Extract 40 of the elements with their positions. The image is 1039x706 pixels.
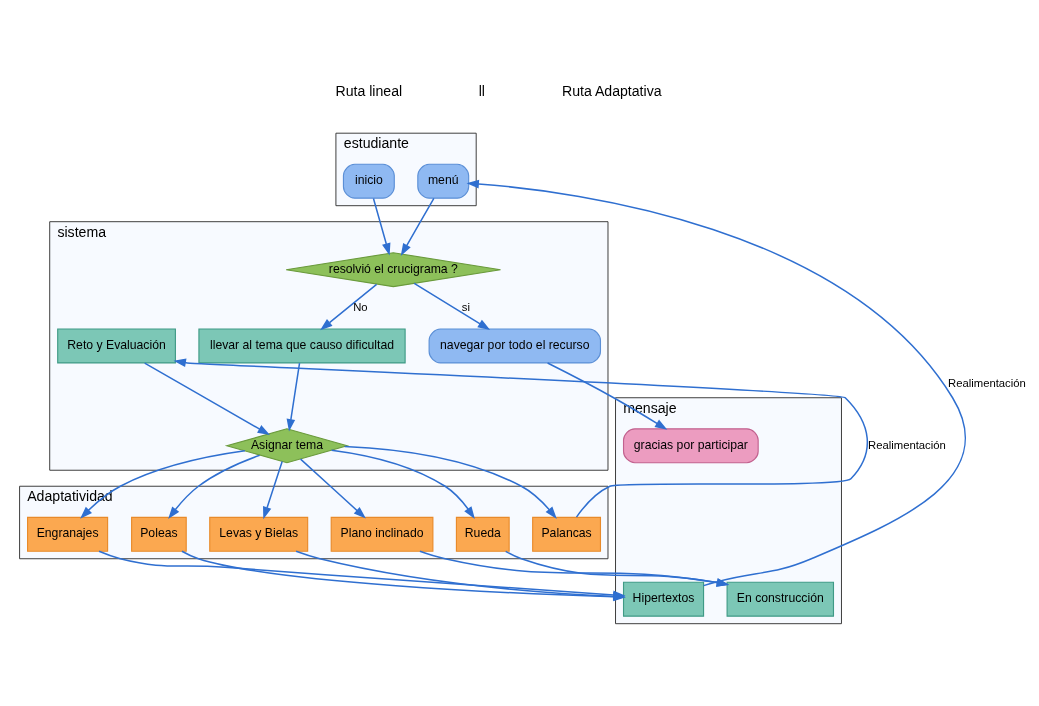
node-diamond: resolvió el crucigrama ? (285, 251, 502, 287)
node-box: En construcción (726, 581, 835, 617)
node-box: gracias por participar (622, 427, 759, 463)
node-box: llevar al tema que causo dificultad (198, 327, 406, 363)
node-box: Engranajes (27, 516, 109, 552)
node-box: Rueda (455, 516, 510, 552)
arrow (546, 361, 668, 430)
edge-label: No (353, 300, 368, 313)
node-box: Levas y Bielas (209, 516, 309, 552)
arrow (143, 361, 270, 435)
node-box: navegar por todo el recurso (428, 327, 602, 363)
edge-label: Realimentación (948, 376, 1026, 389)
edge-label: si (461, 300, 470, 313)
arrow (504, 550, 730, 587)
arrow (320, 283, 378, 330)
arrow (400, 197, 435, 256)
node-box: Palancas (532, 516, 602, 552)
label: ll (478, 82, 485, 99)
label: Ruta Adaptativa (561, 82, 662, 99)
label: Ruta lineal (335, 82, 403, 99)
node-box: menú (417, 163, 470, 199)
arrow (168, 454, 261, 519)
arrow (372, 197, 391, 256)
arrow (263, 460, 283, 519)
arrow (299, 457, 366, 519)
node-box: Hipertextos (622, 581, 705, 617)
node-box: Reto y Evaluación (57, 327, 176, 363)
arrow (413, 282, 491, 330)
node-box: Plano inclinado (330, 516, 434, 552)
arrow (173, 357, 869, 518)
arrow (330, 448, 475, 519)
arrow (419, 549, 730, 587)
node-diamond: Asignar tema (224, 427, 350, 463)
edge-label: Realimentación (868, 438, 946, 451)
arrow (466, 179, 967, 586)
arrow (80, 449, 246, 519)
arrow (286, 361, 301, 432)
arrow (343, 445, 557, 519)
node-box: Poleas (131, 516, 187, 552)
node-box: inicio (342, 163, 395, 199)
